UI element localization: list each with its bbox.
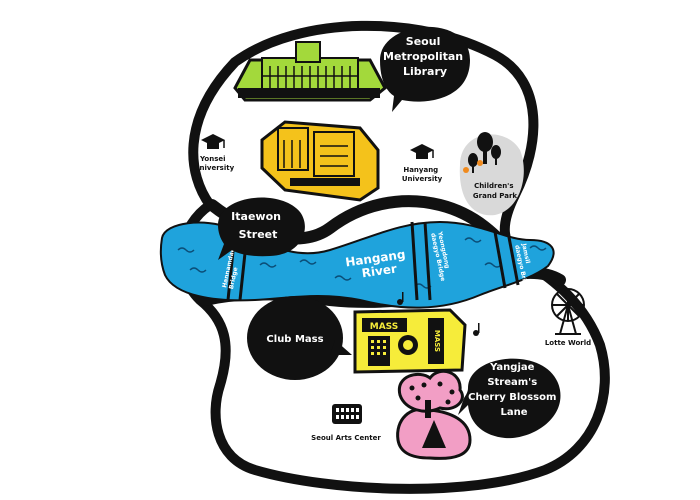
- library-bubble[interactable]: Seoul Metropolitan Library: [380, 26, 470, 112]
- graduation-cap-icon: [201, 134, 225, 149]
- lotte-world-label: Lotte World: [545, 339, 591, 347]
- hanyang-label: Hanyang University: [402, 166, 443, 183]
- childrens-park-marker[interactable]: Children's Grand Park: [459, 132, 524, 216]
- music-note-icon: [397, 292, 480, 336]
- seoul-arts-center-marker[interactable]: Seoul Arts Center: [311, 404, 381, 442]
- club-sign-right: MASS: [433, 330, 441, 352]
- childrens-park-label: Children's Grand Park: [473, 182, 517, 200]
- river-waves: [177, 237, 547, 289]
- palace-building: [260, 120, 380, 202]
- trees-icon: [463, 132, 501, 173]
- yangjae-title: Yangjae Stream's Cherry Blossom Lane: [468, 362, 560, 418]
- hanyang-marker[interactable]: Hanyang University: [402, 144, 443, 183]
- library-building: [233, 41, 387, 102]
- building-icon: [368, 336, 390, 366]
- graduation-cap-icon: [410, 144, 434, 159]
- club-sign-left: MASS: [370, 322, 398, 332]
- club-mass-title: Club Mass: [266, 334, 323, 345]
- river-label: Hangang River: [344, 247, 412, 283]
- cherry-blossom-scene: [396, 369, 472, 460]
- ferris-wheel-icon: [551, 288, 585, 335]
- building-icon: [332, 404, 362, 424]
- library-title: Seoul Metropolitan Library: [383, 35, 467, 78]
- yonsei-marker[interactable]: Yonsei University: [194, 134, 235, 172]
- itaewon-bubble[interactable]: Itaewon Street: [218, 197, 305, 260]
- yangjae-bubble[interactable]: Yangjae Stream's Cherry Blossom Lane: [458, 358, 561, 439]
- lotte-world-marker[interactable]: Lotte World: [545, 288, 591, 347]
- club-mass-sign: MASS MASS: [353, 308, 467, 374]
- seoul-arts-center-label: Seoul Arts Center: [311, 434, 381, 442]
- club-mass-bubble[interactable]: Club Mass: [247, 296, 352, 380]
- yonsei-label: Yonsei University: [194, 155, 235, 172]
- itaewon-title: Itaewon Street: [231, 210, 285, 241]
